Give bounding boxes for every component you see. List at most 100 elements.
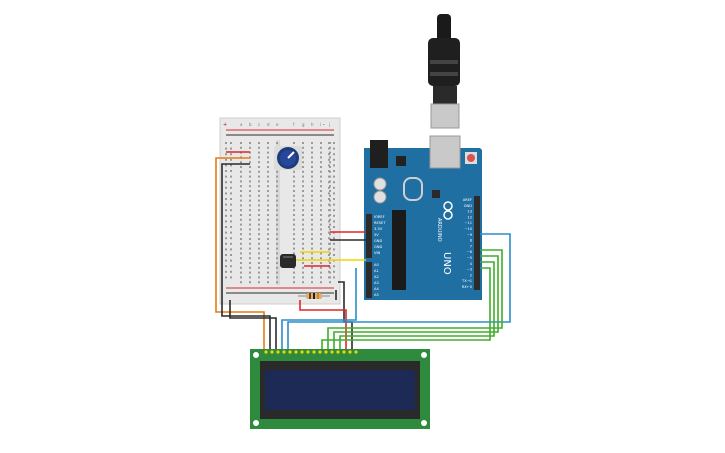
wire-green[interactable] <box>321 267 491 350</box>
breadboard-hole[interactable] <box>258 151 260 154</box>
breadboard-hole[interactable] <box>293 142 295 144</box>
breadboard-hole[interactable] <box>240 190 242 192</box>
rail-hole[interactable] <box>225 220 227 223</box>
breadboard-hole[interactable] <box>276 214 278 216</box>
breadboard-hole[interactable] <box>311 209 313 212</box>
breadboard-hole[interactable] <box>249 238 251 240</box>
breadboard-hole[interactable] <box>302 199 304 202</box>
breadboard-hole[interactable] <box>293 228 295 231</box>
lcd-pin[interactable] <box>288 350 292 354</box>
breadboard-hole[interactable] <box>267 175 269 178</box>
breadboard-hole[interactable] <box>311 204 313 207</box>
rail-hole[interactable] <box>328 209 330 212</box>
breadboard-hole[interactable] <box>293 281 295 284</box>
rail-hole[interactable] <box>230 170 232 172</box>
breadboard-hole[interactable] <box>302 281 304 284</box>
rail-hole[interactable] <box>333 276 335 279</box>
breadboard-hole[interactable] <box>240 180 242 183</box>
breadboard-hole[interactable] <box>267 262 269 264</box>
rail-hole[interactable] <box>225 164 227 167</box>
breadboard-hole[interactable] <box>293 276 295 279</box>
breadboard-hole[interactable] <box>258 252 260 255</box>
rail-hole[interactable] <box>333 147 335 150</box>
breadboard-hole[interactable] <box>320 151 322 154</box>
breadboard-hole[interactable] <box>320 156 322 159</box>
breadboard-hole[interactable] <box>267 204 269 207</box>
rail-hole[interactable] <box>230 270 232 273</box>
resistor[interactable] <box>298 293 330 299</box>
breadboard-hole[interactable] <box>320 175 322 178</box>
breadboard-hole[interactable] <box>249 257 251 260</box>
breadboard-hole[interactable] <box>258 194 260 197</box>
breadboard-hole[interactable] <box>302 218 304 221</box>
breadboard-hole[interactable] <box>293 199 295 202</box>
breadboard-hole[interactable] <box>249 199 251 202</box>
breadboard-hole[interactable] <box>311 223 313 226</box>
breadboard-hole[interactable] <box>258 271 260 274</box>
wire-black[interactable] <box>229 300 277 350</box>
breadboard-hole[interactable] <box>240 233 242 236</box>
breadboard-hole[interactable] <box>240 262 242 264</box>
rail-hole[interactable] <box>230 214 232 217</box>
breadboard-hole[interactable] <box>329 156 331 159</box>
wire-green[interactable] <box>333 255 499 350</box>
breadboard-hole[interactable] <box>320 146 322 149</box>
lcd-pin[interactable] <box>348 350 352 354</box>
rail-hole[interactable] <box>230 259 232 262</box>
breadboard-hole[interactable] <box>329 218 331 221</box>
rail-hole[interactable] <box>230 237 232 240</box>
breadboard-hole[interactable] <box>267 223 269 226</box>
breadboard-hole[interactable] <box>320 190 322 192</box>
rail-hole[interactable] <box>230 192 232 195</box>
rail-hole[interactable] <box>328 248 330 251</box>
breadboard-hole[interactable] <box>329 281 331 284</box>
rail-hole[interactable] <box>333 214 335 217</box>
lcd-pin[interactable] <box>306 350 310 354</box>
breadboard-hole[interactable] <box>329 257 331 260</box>
breadboard-hole[interactable] <box>258 166 260 168</box>
breadboard-hole[interactable] <box>276 175 278 178</box>
rail-hole[interactable] <box>333 170 335 172</box>
breadboard-hole[interactable] <box>293 204 295 207</box>
breadboard-hole[interactable] <box>240 271 242 274</box>
breadboard-hole[interactable] <box>249 214 251 216</box>
breadboard-hole[interactable] <box>302 204 304 207</box>
rail-hole[interactable] <box>328 186 330 189</box>
rail-hole[interactable] <box>333 254 335 256</box>
breadboard-hole[interactable] <box>267 252 269 255</box>
breadboard-hole[interactable] <box>267 142 269 144</box>
wire-orange[interactable] <box>215 157 265 350</box>
rail-hole[interactable] <box>225 170 227 172</box>
breadboard-hole[interactable] <box>293 209 295 212</box>
breadboard-hole[interactable] <box>240 204 242 207</box>
lcd-pin[interactable] <box>270 350 274 354</box>
rail-hole[interactable] <box>225 265 227 268</box>
analog-header[interactable] <box>366 262 372 298</box>
breadboard-hole[interactable] <box>267 166 269 168</box>
breadboard-hole[interactable] <box>302 175 304 178</box>
breadboard-hole[interactable] <box>320 257 322 260</box>
breadboard-hole[interactable] <box>302 276 304 279</box>
breadboard-hole[interactable] <box>302 223 304 226</box>
breadboard-hole[interactable] <box>311 161 313 164</box>
rail-hole[interactable] <box>230 231 232 234</box>
rail-hole[interactable] <box>225 270 227 273</box>
breadboard-hole[interactable] <box>267 146 269 149</box>
breadboard-hole[interactable] <box>249 247 251 250</box>
breadboard-hole[interactable] <box>329 194 331 197</box>
wires[interactable] <box>215 151 511 350</box>
breadboard-hole[interactable] <box>302 166 304 168</box>
breadboard-hole[interactable] <box>320 276 322 279</box>
breadboard-hole[interactable] <box>276 233 278 236</box>
breadboard-hole[interactable] <box>258 156 260 159</box>
breadboard-hole[interactable] <box>249 166 251 168</box>
breadboard-hole[interactable] <box>258 247 260 250</box>
breadboard-hole[interactable] <box>249 262 251 264</box>
breadboard-hole[interactable] <box>258 262 260 264</box>
breadboard-hole[interactable] <box>320 166 322 168</box>
breadboard-hole[interactable] <box>311 146 313 149</box>
rail-hole[interactable] <box>333 220 335 223</box>
breadboard-hole[interactable] <box>249 276 251 279</box>
breadboard-hole[interactable] <box>267 199 269 202</box>
lcd-pin[interactable] <box>294 350 298 354</box>
